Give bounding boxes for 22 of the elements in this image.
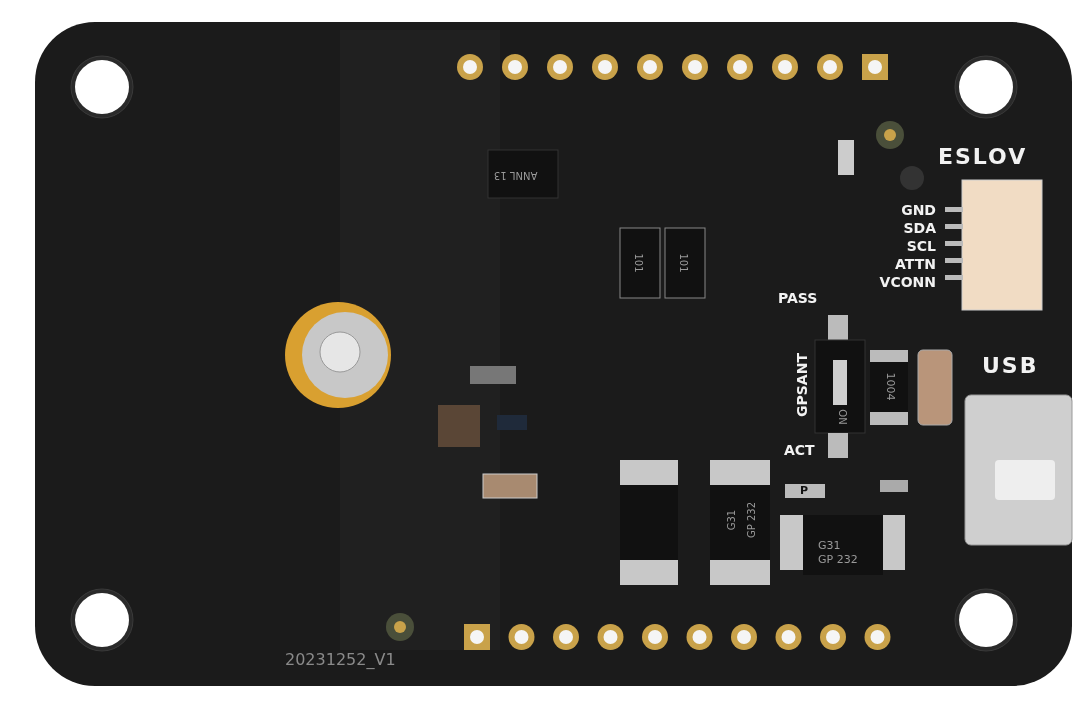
part-marking: 101	[677, 253, 688, 273]
connector-label: USB	[982, 355, 1039, 377]
part-marking: G31	[818, 540, 841, 551]
pin-label: GND	[901, 203, 936, 217]
pin-label: VCONN	[879, 275, 936, 289]
version-number: 20231252_V1	[285, 652, 396, 668]
connector-label: ESLOV	[938, 146, 1028, 168]
pin-label: ATTN	[895, 257, 936, 271]
part-marking: GP 232	[747, 502, 757, 538]
part-marking: ANNL	[510, 170, 538, 180]
part-marking: G31	[727, 509, 738, 531]
switch-label: PASS	[778, 291, 818, 305]
pin-label: SDA	[903, 221, 936, 235]
pin-label: SCL	[906, 239, 936, 253]
switch-label: ACT	[784, 443, 815, 457]
part-marking: P	[800, 485, 809, 496]
part-marking: 101	[632, 253, 643, 273]
part-marking: 1004	[884, 372, 896, 401]
switch-label: GPSANT	[794, 353, 809, 417]
part-marking: GP 232	[818, 554, 858, 565]
part-marking: ON	[836, 409, 847, 425]
part-marking: 13	[494, 170, 507, 180]
